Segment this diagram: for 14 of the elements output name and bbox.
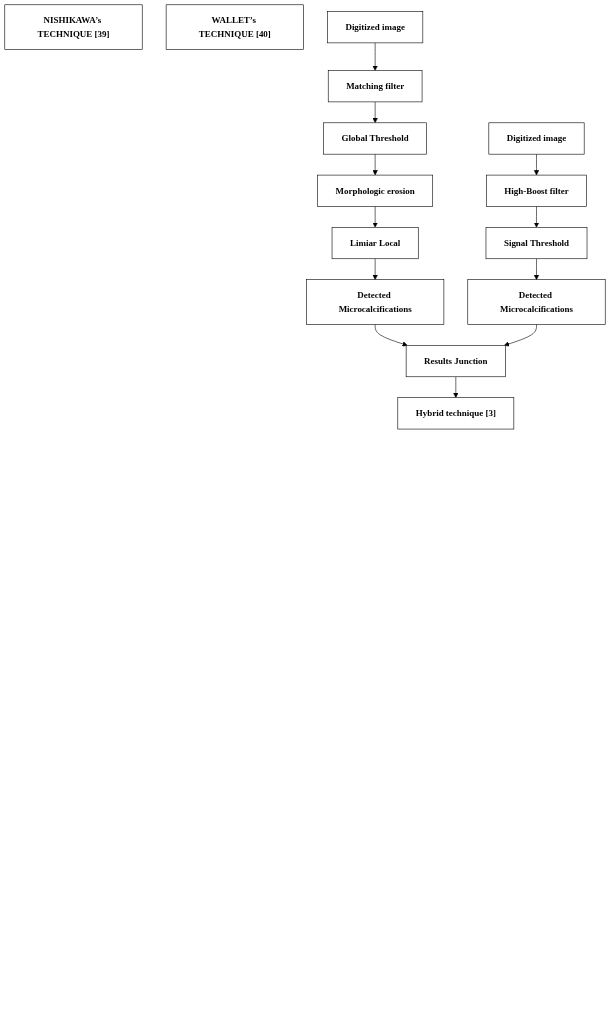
node-box: Morphologic erosion [317, 174, 433, 207]
node-box: High-Boost filter [486, 174, 587, 207]
node-box: Digitized image [488, 122, 585, 155]
node-box: WALLET’s TECHNIQUE [40] [165, 4, 304, 50]
node-box: NISHIKAWA’s TECHNIQUE [39] [4, 4, 143, 50]
node-box: Digitized image [327, 11, 424, 44]
node-box: Matching filter [327, 70, 423, 103]
node-box: Detected Microcalcifications [306, 279, 445, 325]
node-box: Global Threshold [323, 122, 427, 155]
node-box: Detected Microcalcifications [467, 279, 606, 325]
node-box: Results Junction [405, 345, 506, 378]
node-box: Limiar Local [331, 227, 419, 260]
node-box: Signal Threshold [485, 227, 588, 260]
node-box: Hybrid technique [3] [397, 397, 515, 430]
